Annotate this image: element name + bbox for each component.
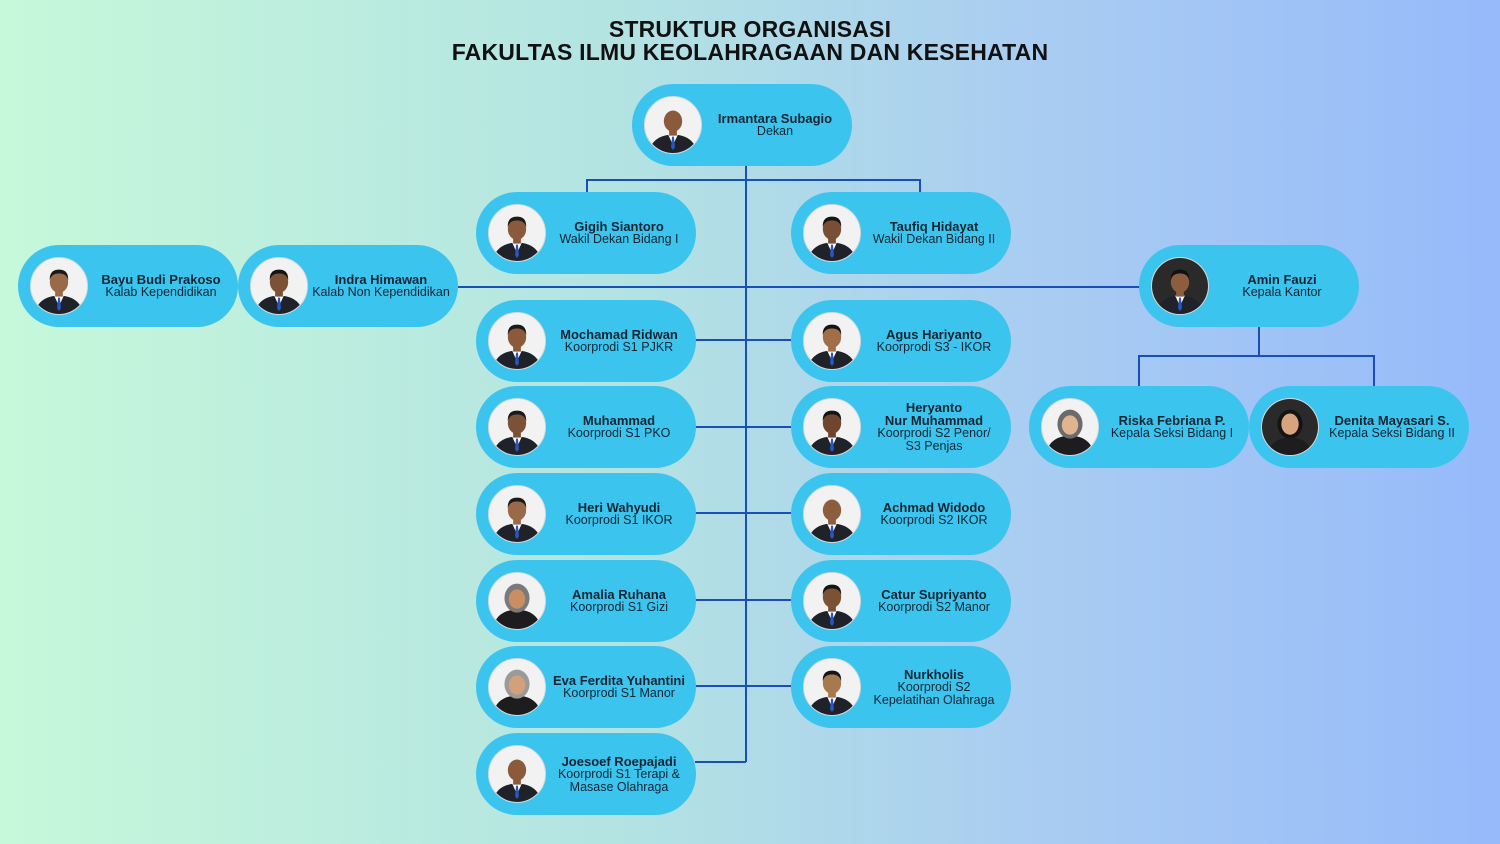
person-male-icon <box>488 398 546 456</box>
person-male-icon <box>30 257 88 315</box>
node-role: Koorprodi S2 IKOR <box>880 513 988 527</box>
connector-wakil-dekan <box>586 179 921 192</box>
chart-title: STRUKTUR ORGANISASI FAKULTAS ILMU KEOLAH… <box>0 18 1500 64</box>
node-name: Amin Fauzi <box>1247 272 1317 287</box>
node-role: Koorprodi S2 Manor <box>878 600 990 614</box>
node-role: Wakil Dekan Bidang I <box>559 232 679 246</box>
node-name: Nurkholis <box>904 666 964 682</box>
chart-title-line-2: FAKULTAS ILMU KEOLAHRAGAAN DAN KESEHATAN <box>451 39 1049 65</box>
node-role: Koorprodi S1 Manor <box>563 686 675 700</box>
person-female-icon <box>1261 398 1319 456</box>
node-name: Muhammad <box>582 413 656 428</box>
node-role: Koorprodi S1 IKOR <box>565 513 673 527</box>
node-name: Heri Wahyudi <box>577 500 661 515</box>
node-name: Bayu Budi Prakoso <box>101 272 221 287</box>
person-male-icon <box>803 572 861 630</box>
person-female-hijab-icon <box>488 572 546 630</box>
node-role: Koorprodi S2 Penor/S3 Penjas <box>877 426 991 453</box>
node-role: Koorprodi S1 PJKR <box>564 340 674 354</box>
node-name: Eva Ferdita Yuhantini <box>553 673 685 688</box>
person-male-icon <box>250 257 308 315</box>
node-role: Koorprodi S1 Gizi <box>570 600 668 614</box>
node-name: Indra Himawan <box>334 272 428 287</box>
node-name: Mochamad Ridwan <box>560 327 678 342</box>
person-male-icon <box>488 312 546 370</box>
person-male-icon <box>644 96 702 154</box>
node-kepala-seksi-2: Denita Mayasari S.Kepala Seksi Bidang II <box>1249 386 1469 468</box>
node-role: Koorprodi S1 Terapi &Masase Olahraga <box>557 766 681 794</box>
node-name: Denita Mayasari S. <box>1334 413 1450 428</box>
connector-left-column <box>695 339 791 687</box>
connector-kepala-seksi <box>1138 326 1375 386</box>
node-role: Kepala Seksi Bidang I <box>1110 426 1234 440</box>
node-role: Koorprodi S3 - IKOR <box>876 340 992 354</box>
person-female-hijab-icon <box>488 658 546 716</box>
node-name: Joesoef Roepajadi <box>561 753 677 769</box>
person-male-icon <box>803 312 861 370</box>
person-male-icon <box>488 485 546 543</box>
person-male-icon <box>1151 257 1209 315</box>
node-name: Gigih Siantoro <box>574 219 664 234</box>
node-kepala-seksi-1: Riska Febriana P.Kepala Seksi Bidang I <box>1029 386 1249 468</box>
person-female-hijab-icon <box>1041 398 1099 456</box>
node-role: Kepala Kantor <box>1242 285 1322 299</box>
chart-title-line-1: STRUKTUR ORGANISASI <box>608 16 892 42</box>
node-role: Koorprodi S1 PKO <box>567 426 671 440</box>
node-role: Dekan <box>756 124 794 138</box>
node-name: Amalia Ruhana <box>572 587 666 602</box>
node-role: Kepala Seksi Bidang II <box>1329 426 1455 440</box>
person-male-icon <box>803 485 861 543</box>
node-role: Kalab Kependidikan <box>105 285 217 299</box>
node-role: Kalab Non Kependidikan <box>312 285 450 299</box>
node-name: Riska Febriana P. <box>1118 413 1226 428</box>
person-male-icon <box>488 745 546 803</box>
node-name: Achmad Widodo <box>882 500 986 515</box>
person-male-icon <box>803 658 861 716</box>
node-name: Taufiq Hidayat <box>889 219 979 234</box>
person-male-icon <box>803 398 861 456</box>
node-name: Irmantara Subagio <box>717 111 833 126</box>
node-name: Agus Hariyanto <box>885 327 983 342</box>
node-role: Wakil Dekan Bidang II <box>872 232 996 246</box>
person-male-icon <box>488 204 546 262</box>
node-name: Catur Supriyanto <box>881 587 987 602</box>
person-male-icon <box>803 204 861 262</box>
